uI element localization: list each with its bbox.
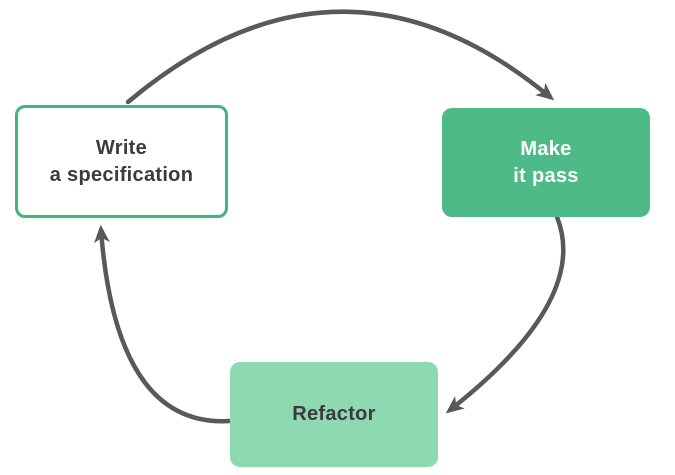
node-make-it-pass-label: Make it pass — [513, 136, 578, 189]
node-refactor: Refactor — [230, 362, 438, 467]
node-make-it-pass: Make it pass — [442, 108, 650, 217]
label-line: Make — [520, 138, 572, 161]
arrow-write-to-make — [125, 9, 555, 105]
node-write-specification-label: Write a specification — [50, 135, 193, 188]
arrow-make-to-refactor — [445, 214, 566, 414]
label-line: a specification — [49, 163, 194, 186]
node-refactor-label: Refactor — [292, 401, 376, 427]
label-line: it pass — [513, 164, 579, 187]
arrow-refactor-to-write — [94, 224, 233, 424]
label-line: Write — [95, 137, 148, 160]
node-write-specification: Write a specification — [15, 105, 228, 218]
label-line: Refactor — [292, 403, 376, 426]
